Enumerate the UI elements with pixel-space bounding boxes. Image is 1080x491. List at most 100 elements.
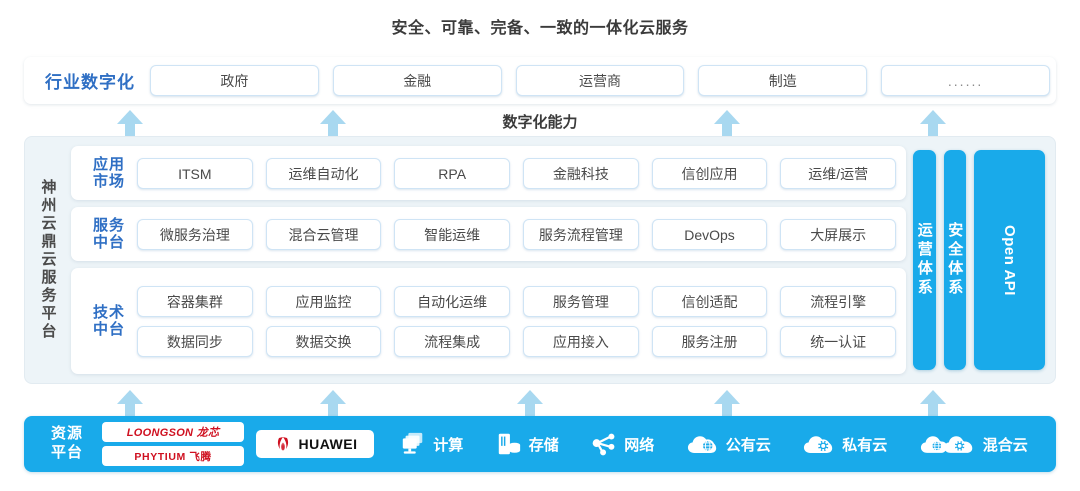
vertical-bar-operations-system[interactable]: 运营体系 — [913, 150, 936, 370]
resource-item-private-cloud[interactable]: 私有云 — [803, 433, 887, 456]
box-app-access[interactable]: 应用接入 — [523, 325, 639, 357]
resource-item-label: 存储 — [528, 436, 559, 454]
row-items-service-platform: 微服务治理 混合云管理 智能运维 服务流程管理 DevOps 大屏展示 — [137, 218, 897, 250]
row-label-line2: 中台 — [92, 234, 125, 251]
huawei-wordmark: HUAWEI — [298, 436, 358, 452]
row-label-line1: 服务 — [92, 216, 125, 234]
industry-item-more[interactable]: ...... — [881, 65, 1050, 96]
phytium-logo: PHYTIUM 飞腾 — [102, 446, 244, 466]
box-data-exchange[interactable]: 数据交换 — [265, 325, 382, 357]
box-process-engine[interactable]: 流程引擎 — [780, 285, 897, 317]
resource-item-public-cloud[interactable]: 公有云 — [687, 433, 771, 456]
huawei-logo: HUAWEI — [256, 430, 374, 458]
cloud-platform-panel: 神州云鼎云服务平台 应用 市场 ITSM 运维自动化 RPA 金融科技 信创应用 — [24, 136, 1056, 384]
network-icon — [591, 431, 617, 457]
box-microservice-governance[interactable]: 微服务治理 — [137, 218, 253, 250]
resource-item-label: 计算 — [433, 436, 464, 454]
box-data-sync[interactable]: 数据同步 — [137, 325, 253, 357]
resource-item-storage[interactable]: 存储 — [496, 431, 559, 457]
row-label-service-platform: 服务 中台 — [81, 217, 137, 252]
resource-label-line2: 平台 — [50, 444, 83, 461]
resource-platform-bar: 资源 平台 LOONGSON 龙芯 PHYTIUM 飞腾 HUAWEI — [24, 416, 1056, 472]
technical-items-row2: 数据同步 数据交换 流程集成 应用接入 服务注册 统一认证 — [137, 325, 897, 357]
resource-label-line1: 资源 — [50, 425, 83, 443]
up-arrow-icon — [117, 110, 143, 136]
resource-item-label: 网络 — [624, 436, 655, 454]
resource-item-label: 私有云 — [842, 436, 888, 454]
box-service-process-mgmt[interactable]: 服务流程管理 — [523, 218, 639, 250]
box-ops-operations[interactable]: 运维/运营 — [780, 157, 897, 189]
box-automated-ops[interactable]: 自动化运维 — [394, 285, 511, 317]
box-app-monitoring[interactable]: 应用监控 — [265, 285, 382, 317]
box-devops[interactable]: DevOps — [651, 218, 768, 250]
box-service-management[interactable]: 服务管理 — [523, 285, 639, 317]
page-title: 安全、可靠、完备、一致的一体化云服务 — [391, 20, 689, 37]
arrow-band-bottom — [0, 388, 1080, 416]
resource-item-compute[interactable]: 计算 — [400, 431, 463, 457]
resource-item-hybrid-cloud[interactable]: 混合云 — [920, 433, 1028, 456]
vendor-logos: LOONGSON 龙芯 PHYTIUM 飞腾 — [102, 422, 244, 466]
box-itsm[interactable]: ITSM — [137, 157, 253, 189]
row-items-technical-platform: 容器集群 应用监控 自动化运维 服务管理 信创适配 流程引擎 数据同步 数据交换… — [137, 285, 897, 357]
industry-item-government[interactable]: 政府 — [150, 65, 319, 96]
row-service-platform: 服务 中台 微服务治理 混合云管理 智能运维 服务流程管理 DevOps 大屏展… — [71, 207, 906, 261]
platform-label: 神州云鼎云服务平台 — [39, 179, 57, 341]
platform-label-wrap: 神州云鼎云服务平台 — [25, 137, 71, 383]
box-process-integration[interactable]: 流程集成 — [394, 325, 511, 357]
box-large-screen-display[interactable]: 大屏展示 — [780, 218, 897, 250]
technical-items-row1: 容器集群 应用监控 自动化运维 服务管理 信创适配 流程引擎 — [137, 285, 897, 317]
row-label-line1: 应用 — [92, 155, 125, 173]
box-hybrid-cloud-mgmt[interactable]: 混合云管理 — [265, 218, 382, 250]
industry-item-operator[interactable]: 运营商 — [515, 65, 685, 96]
industry-items: 政府 金融 运营商 制造 ...... — [150, 65, 1050, 96]
up-arrow-icon — [920, 110, 946, 136]
vertical-bar-open-api[interactable]: Open API — [974, 150, 1046, 370]
box-unified-auth[interactable]: 统一认证 — [780, 325, 897, 357]
huawei-petal-icon — [273, 436, 293, 452]
platform-body: 应用 市场 ITSM 运维自动化 RPA 金融科技 信创应用 运维/运营 — [71, 137, 1055, 383]
up-arrow-icon — [920, 390, 946, 416]
up-arrow-icon — [320, 110, 346, 136]
vertical-bar-security-system[interactable]: 安全体系 — [943, 150, 967, 370]
row-label-application-market: 应用 市场 — [81, 156, 137, 191]
row-items-application-market: ITSM 运维自动化 RPA 金融科技 信创应用 运维/运营 — [137, 157, 897, 189]
row-technical-platform: 技术 中台 容器集群 应用监控 自动化运维 服务管理 信创适配 流程引擎 — [71, 268, 906, 374]
up-arrow-icon — [117, 390, 143, 416]
public-cloud-icon — [687, 433, 719, 456]
hybrid-cloud-icon — [920, 433, 976, 456]
row-label-technical-platform: 技术 中台 — [81, 304, 137, 339]
resource-item-label: 公有云 — [725, 436, 771, 454]
loongson-logo: LOONGSON 龙芯 — [102, 422, 244, 442]
capability-label: 数字化能力 — [502, 114, 578, 131]
resource-item-label: 混合云 — [982, 436, 1028, 454]
resource-item-network[interactable]: 网络 — [591, 431, 654, 457]
vertical-bars: 运营体系 安全体系 Open API — [913, 146, 1046, 374]
box-xinchuang-app[interactable]: 信创应用 — [651, 157, 768, 189]
box-xinchuang-adaptation[interactable]: 信创适配 — [651, 285, 768, 317]
resource-items: 计算 存储 — [384, 431, 1044, 457]
industry-row-label: 行业数字化 — [45, 73, 135, 92]
resource-platform-label: 资源 平台 — [36, 425, 98, 463]
platform-rows: 应用 市场 ITSM 运维自动化 RPA 金融科技 信创应用 运维/运营 — [71, 146, 906, 374]
row-label-line2: 中台 — [92, 321, 125, 338]
industry-item-finance[interactable]: 金融 — [332, 65, 502, 96]
compute-icon — [400, 431, 426, 457]
box-fintech[interactable]: 金融科技 — [523, 157, 639, 189]
industry-row: 行业数字化 政府 金融 运营商 制造 ...... — [24, 57, 1056, 104]
box-intelligent-ops[interactable]: 智能运维 — [394, 218, 511, 250]
box-service-registry[interactable]: 服务注册 — [651, 325, 768, 357]
arrow-band-top — [0, 108, 1080, 136]
up-arrow-icon — [714, 390, 740, 416]
up-arrow-icon — [714, 110, 740, 136]
up-arrow-icon — [517, 390, 543, 416]
storage-icon — [496, 431, 522, 457]
box-container-cluster[interactable]: 容器集群 — [137, 285, 253, 317]
vertical-bar-label: 安全体系 — [946, 222, 964, 298]
vertical-bar-label: 运营体系 — [915, 222, 933, 298]
up-arrow-icon — [320, 390, 346, 416]
box-ops-automation[interactable]: 运维自动化 — [265, 157, 382, 189]
box-rpa[interactable]: RPA — [394, 157, 511, 189]
row-label-line2: 市场 — [92, 173, 125, 190]
industry-item-manufacturing[interactable]: 制造 — [698, 65, 868, 96]
